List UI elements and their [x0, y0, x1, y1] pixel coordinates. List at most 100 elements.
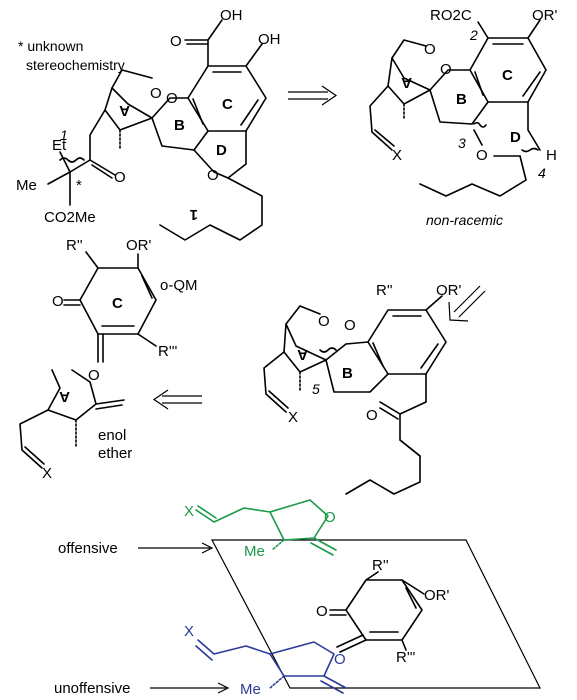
target-molecule: * unknown stereochemistry OH O OH C O B …: [16, 7, 281, 241]
retro-arrow-1: [288, 85, 338, 106]
green-vinyl: [195, 505, 271, 523]
ketone-bond: [89, 159, 116, 179]
mid-ring-c: [367, 309, 447, 375]
quaternary-bonds: [47, 151, 71, 206]
ring-b2-label: B: [456, 91, 467, 108]
mid-hexyl: [345, 439, 421, 495]
co2me-label: CO2Me: [44, 209, 96, 226]
phenol-bond: [245, 43, 263, 67]
oqm-r3-label: R''': [158, 343, 178, 360]
furan-o-label: O: [150, 85, 162, 102]
o-d-bonds: [473, 129, 521, 157]
plane-oqm-co: [329, 609, 347, 616]
plane-oqm-ring: [345, 579, 423, 641]
ring-a2-label: A: [401, 74, 412, 91]
acid-oh-bond: [207, 19, 223, 41]
oqm-r2-bond: [85, 251, 99, 269]
green-ring: [269, 499, 329, 541]
oqm-co-bond: [63, 299, 81, 306]
oqm-r2-label: R'': [66, 237, 83, 254]
ro2c-label: RO2C: [430, 7, 472, 24]
ring-d2-bonds: [527, 101, 541, 151]
ring-b2-bonds: [429, 69, 489, 125]
enol-caption-2: ether: [98, 445, 132, 462]
acid-oh-label: OH: [220, 7, 243, 24]
mid-wavy: [319, 347, 337, 353]
ring-c2-label: C: [502, 67, 513, 84]
oqm-methylene: [97, 333, 104, 363]
non-racemic-caption: non-racemic: [426, 212, 503, 228]
or-bond: [527, 19, 541, 39]
mid-ketone: [379, 401, 401, 420]
enol-o-label: O: [88, 367, 100, 384]
mid-r2-label: R'': [376, 282, 393, 299]
furan-o2-label: O: [424, 41, 436, 58]
num-4-label: 4: [538, 165, 546, 181]
green-exo: [310, 537, 337, 556]
mid-o-ketone-label: O: [366, 407, 378, 424]
plane-oqm-methylene: [336, 634, 367, 653]
oqm-caption: o-QM: [160, 277, 198, 294]
carbonyl-bond: [184, 39, 209, 45]
mid-o-ring-label: O: [344, 317, 356, 334]
mid-ring-a-label: A: [297, 346, 308, 363]
enol-ether: O A X enol ether: [19, 367, 132, 482]
enol-caption-1: enol: [98, 427, 126, 444]
plane-oqm-o-label: O: [316, 603, 328, 620]
ring-a-bonds: [111, 69, 153, 119]
offensive-label: offensive: [58, 540, 118, 557]
enol-x-label: X: [42, 465, 52, 482]
ring-c-label: C: [222, 96, 233, 113]
ketone-o-label: O: [114, 169, 126, 186]
blue-exo: [320, 675, 347, 694]
num-3-label: 3: [458, 135, 466, 151]
ring-o2-label: O: [440, 61, 452, 78]
mid-ring-b-label: B: [342, 365, 353, 382]
blue-ring: [269, 641, 335, 677]
ring-a-lower: [104, 87, 153, 131]
pentyl-chain: [159, 177, 263, 241]
oqm-double: [101, 275, 153, 327]
enol-vinyl: [19, 409, 49, 469]
x-label-top: X: [392, 147, 402, 164]
mid-num-5: 5: [312, 381, 320, 397]
plane-r3-label: R''': [396, 649, 416, 666]
oqm-r3-bond: [137, 333, 157, 347]
stereo-note-line1: * unknown: [18, 38, 83, 54]
plane-oqm-double: [369, 587, 417, 633]
oqm-or-label: OR': [126, 237, 152, 254]
unoffensive-arrow: [150, 682, 230, 694]
mid-ring-a-lower: [283, 323, 327, 373]
plane-r2-label: R'': [372, 557, 389, 574]
approach-diagram: offensive unoffensive X O Me O R'' OR' R…: [54, 499, 541, 698]
retro-arrow-3: [152, 389, 202, 410]
green-me-label: Me: [244, 543, 265, 560]
unoffensive-label: unoffensive: [54, 680, 130, 697]
mid-vinyl: [263, 351, 289, 413]
ring-o-label: O: [166, 90, 178, 107]
mid-ring-c-double: [372, 315, 439, 369]
fragment-1-label: 1: [190, 206, 198, 223]
mid-x-label: X: [288, 409, 298, 426]
blue-o-label: O: [334, 651, 346, 668]
ring-b-bonds: [151, 97, 209, 151]
ring-c2-double: [474, 43, 541, 97]
blue-vinyl: [195, 639, 271, 661]
o-d-label: O: [476, 147, 488, 164]
oqm-o-label: O: [52, 293, 64, 310]
intermediate-top: C RO2C OR' 2 O B 3 D O H 4 O A X non-rac…: [369, 7, 558, 228]
or-label-top: OR': [532, 7, 558, 24]
h-label: H: [546, 147, 557, 164]
mid-o-furan-label: O: [318, 313, 330, 330]
offensive-arrow: [138, 542, 214, 554]
acid-o-label: O: [170, 33, 182, 50]
o-quinone-methide: C R'' OR' O R''' o-QM: [52, 237, 198, 363]
wavy-bond: [59, 157, 85, 163]
ester-bond: [477, 21, 489, 39]
intermediate-mid: R'' OR' O B 5 O A X O: [263, 282, 462, 495]
plane-or-bond: [401, 579, 425, 595]
side-chain: [69, 109, 106, 173]
wavy-4: [521, 147, 539, 153]
ring-a-label[interactable]: A: [119, 102, 130, 119]
